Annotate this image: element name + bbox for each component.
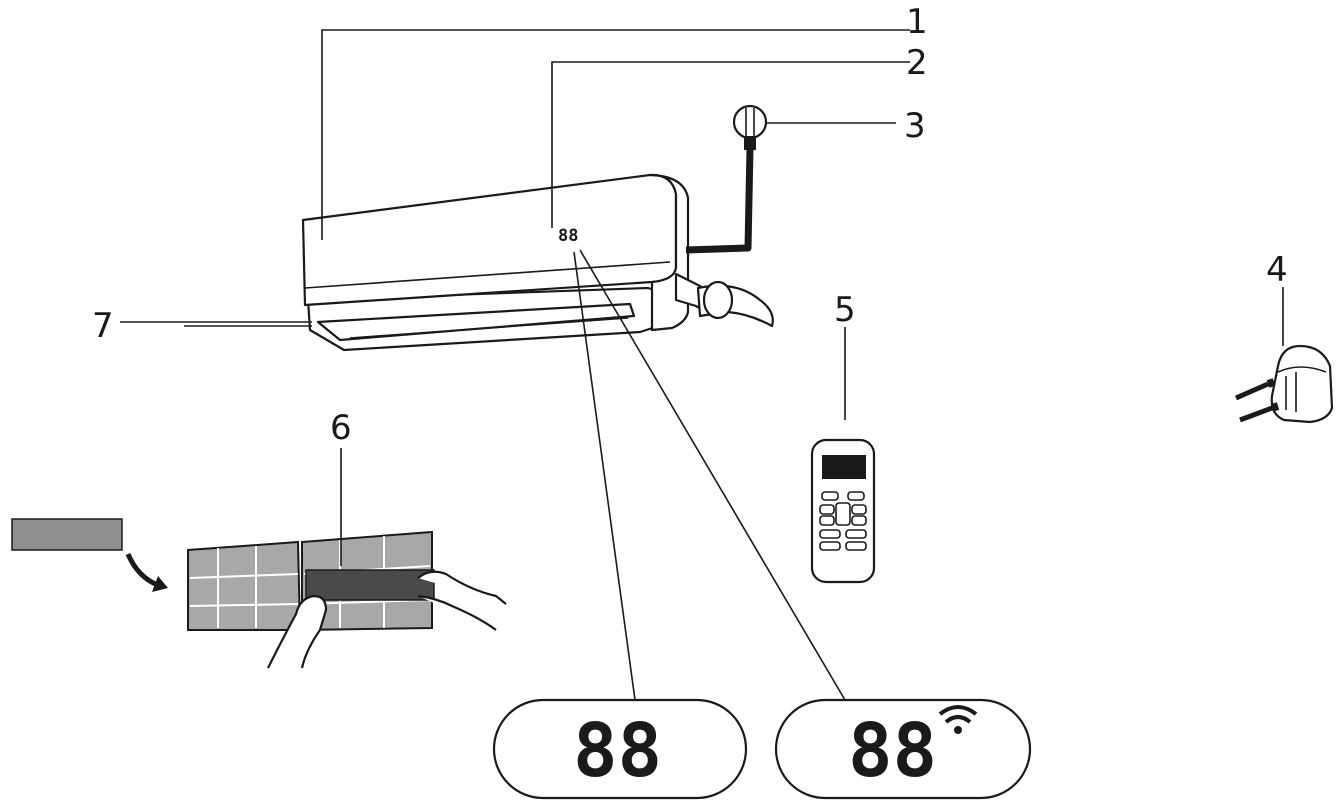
wifi-icon [938,705,978,734]
callout-numbers: 1 2 3 4 5 6 7 [92,2,1288,448]
callout-4: 4 [1266,250,1288,290]
leader-lines [120,29,1284,701]
air-filter [11,518,507,669]
display-panel-a-digits: 88 [573,708,662,794]
callout-6: 6 [330,408,352,448]
callout-2: 2 [906,43,928,83]
display-panel-a: 88 [492,698,748,800]
callout-7: 7 [92,306,114,346]
unit-display-digits: 88 [558,226,578,246]
display-panel-b-digits: 88 [848,708,937,794]
indoor-unit: 88 [301,173,774,352]
remote-holder [1234,344,1334,424]
callout-1: 1 [906,2,928,42]
screw-icon [1234,378,1280,423]
power-cord [685,104,768,254]
callout-5: 5 [834,290,856,330]
callout-3: 3 [904,106,926,146]
remote-control [810,438,876,584]
display-panel-b: 88 [774,698,1032,800]
